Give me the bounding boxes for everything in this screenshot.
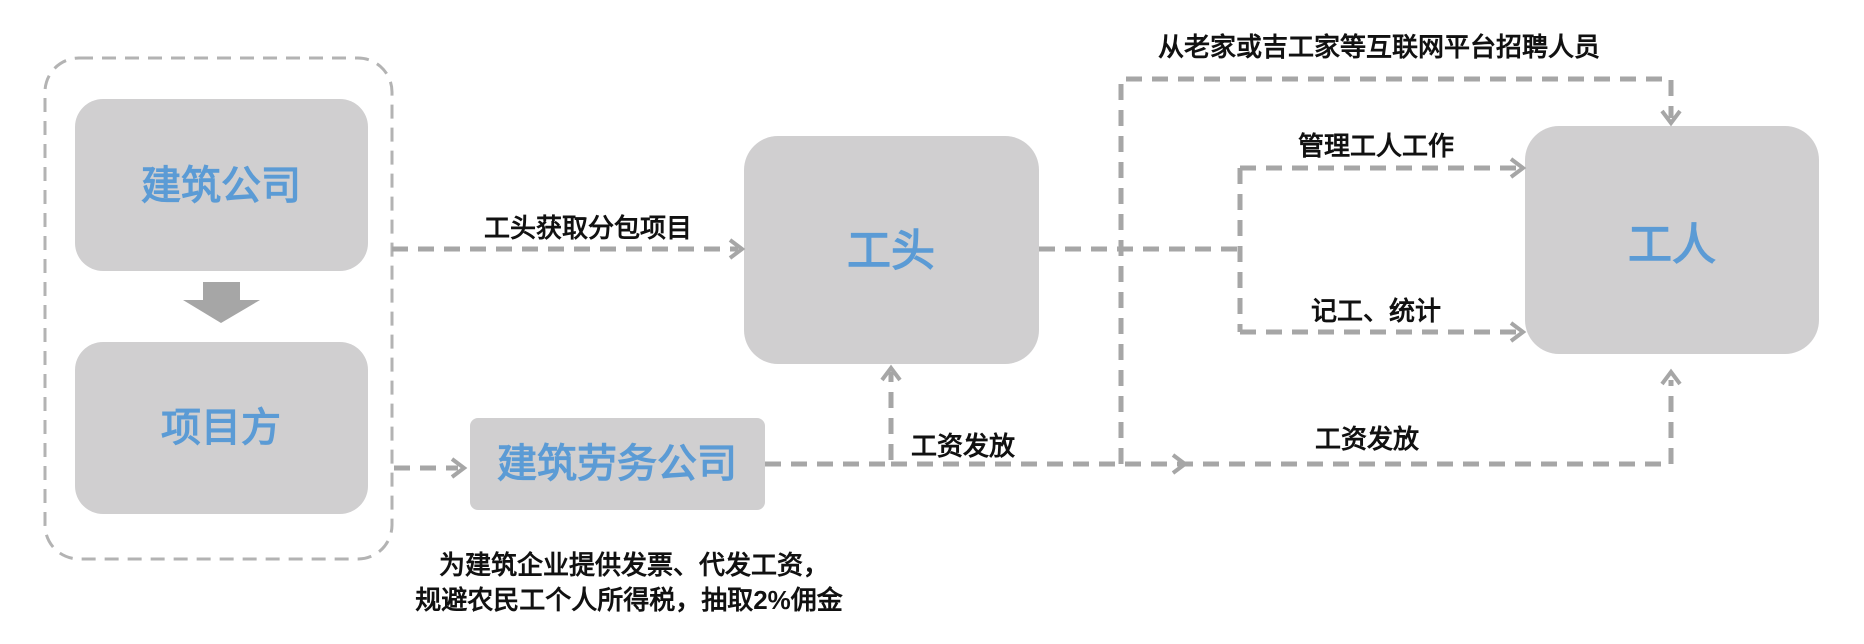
label-wage-payment: 工资发放 xyxy=(911,431,1016,461)
node-label: 工头 xyxy=(847,227,935,276)
connector-labor-to-workers xyxy=(891,368,1682,475)
node-label: 项目方 xyxy=(161,406,281,450)
connector-recruit xyxy=(1118,76,1682,464)
label-labor-company-note-line2: 规避农民工个人所得税，抽取2%佣金 xyxy=(415,585,844,615)
node-label: 建筑劳务公司 xyxy=(497,442,737,486)
node-labor-company: 建筑劳务公司 xyxy=(470,418,765,510)
node-workers: 工人 xyxy=(1525,126,1819,354)
label-manage-work: 管理工人工作 xyxy=(1298,131,1454,161)
client-group-container xyxy=(43,56,394,561)
label-labor-company-note-line1: 为建筑企业提供发票、代发工资， xyxy=(439,550,829,580)
down-arrow-icon xyxy=(183,282,260,323)
label-foreman-gets-subcontract: 工头获取分包项目 xyxy=(484,213,692,243)
connector-group-to-foreman xyxy=(392,238,746,260)
node-label: 工人 xyxy=(1628,221,1716,270)
label-recruit: 从老家或吉工家等互联网平台招聘人员 xyxy=(1158,32,1600,62)
connector-group-to-labor-company xyxy=(394,457,468,479)
node-construction-company: 建筑公司 xyxy=(75,99,368,271)
node-project-owner: 项目方 xyxy=(75,342,368,514)
label-wage-payment: 工资发放 xyxy=(1315,424,1420,454)
label-record-stats: 记工、统计 xyxy=(1311,296,1441,326)
connector-foreman-to-workers xyxy=(1039,157,1527,343)
connector-labor-to-foreman xyxy=(765,364,902,467)
node-foreman: 工头 xyxy=(744,136,1039,364)
node-label: 建筑公司 xyxy=(141,164,301,208)
